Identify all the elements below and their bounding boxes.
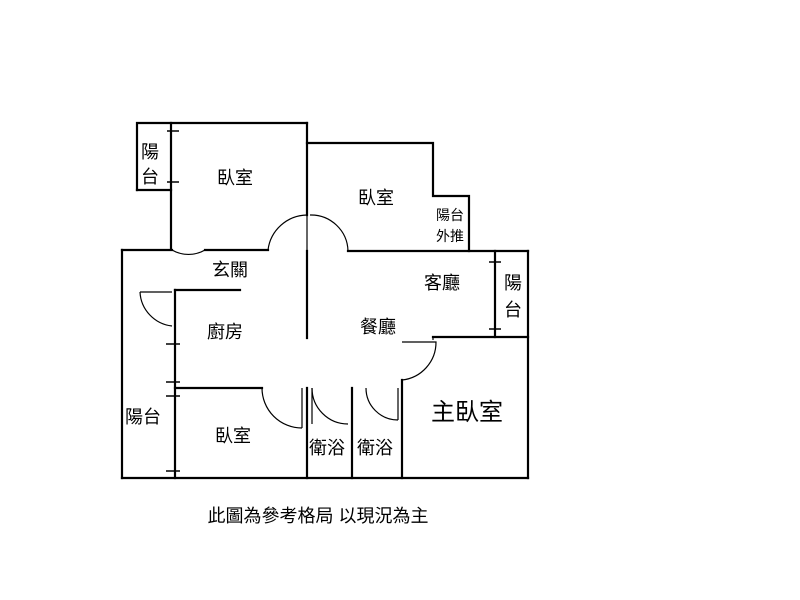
label-bath-2: 衛浴 [357,438,393,458]
label-master-bedroom: 主臥室 [431,399,503,426]
label-bedroom-topleft: 臥室 [217,168,253,188]
label-bedroom-bottom: 臥室 [215,426,251,446]
label-balcony-topleft-1: 陽 [141,142,159,162]
label-balcony-topleft-2: 台 [141,167,159,187]
label-balcony-ext-1: 陽台 [436,207,464,223]
label-living-room: 客廳 [424,273,460,293]
label-balcony-right-2: 台 [504,300,522,320]
label-balcony-left: 陽台 [125,407,161,427]
walls [120,121,530,480]
label-kitchen: 廚房 [207,321,243,342]
label-bedroom-top: 臥室 [358,188,394,208]
label-dining: 餐廳 [360,317,396,337]
label-bath-1: 衛浴 [309,438,345,458]
window-marks [166,130,501,472]
doors [139,214,437,429]
label-balcony-right-1: 陽 [504,273,522,293]
reference-note: 此圖為參考格局 以現況為主 [207,506,429,526]
label-balcony-ext-2: 外推 [436,228,464,244]
label-entrance: 玄關 [212,260,248,280]
